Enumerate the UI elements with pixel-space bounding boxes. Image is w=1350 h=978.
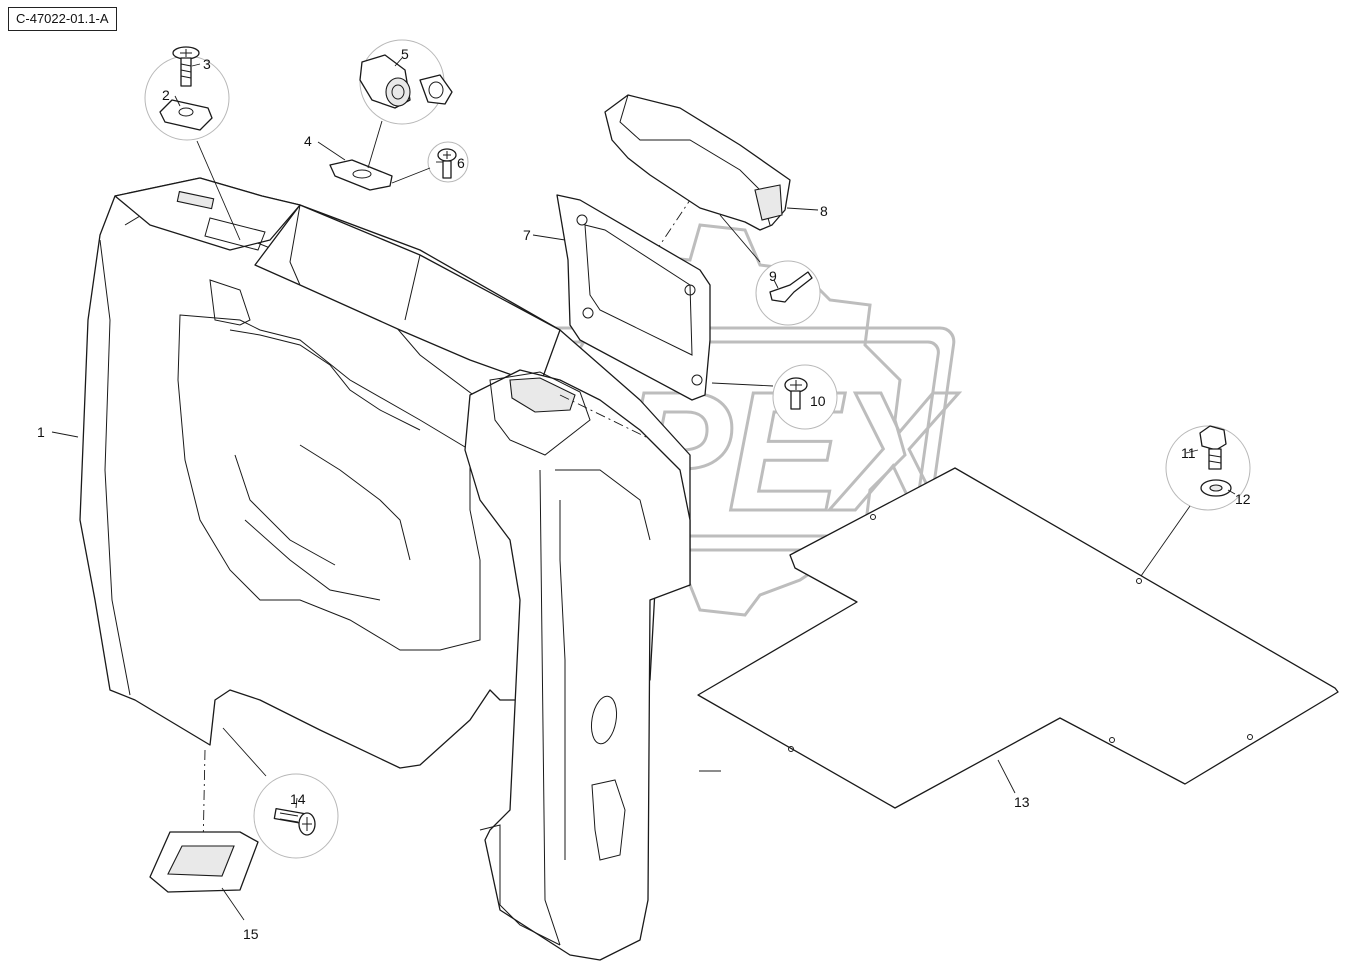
callout-12: 12 [1235,491,1251,507]
part-9-clip [769,271,813,303]
callout-14: 14 [290,791,306,807]
leader-lines [51,57,1236,921]
part-8-console-cover [604,94,791,231]
callout-13: 13 [1014,794,1030,810]
part-12-washer [1200,479,1232,497]
part-15-grommet [149,831,259,893]
part-6-screw [437,148,457,179]
part-14-screw [273,807,316,836]
callout-1: 1 [37,424,45,440]
callout-9: 9 [769,268,777,284]
part-5-power-socket [359,54,453,109]
callout-15: 15 [243,926,259,942]
part-13-floor-mat [697,467,1339,809]
callout-11: 11 [1181,445,1196,461]
part-11-bolt [1199,425,1227,470]
part-1-trim-panel [79,177,691,961]
callout-10: 10 [810,393,826,409]
drawing-reference-label: C-47022-01.1-A [8,7,117,31]
detail-bubble-10 [772,364,838,430]
part-4-gasket [329,159,393,191]
callout-2: 2 [162,87,170,103]
callout-8: 8 [820,203,828,219]
part-7-bezel-plate [556,194,711,401]
part-10-screw [784,377,808,410]
callout-4: 4 [304,133,312,149]
part-3-screw [172,46,200,87]
callout-3: 3 [203,56,211,72]
callout-5: 5 [401,46,409,62]
alignment-line-panel [559,394,649,439]
callout-7: 7 [523,227,531,243]
callout-6: 6 [457,155,465,171]
part-2-nut-clip [159,99,213,131]
